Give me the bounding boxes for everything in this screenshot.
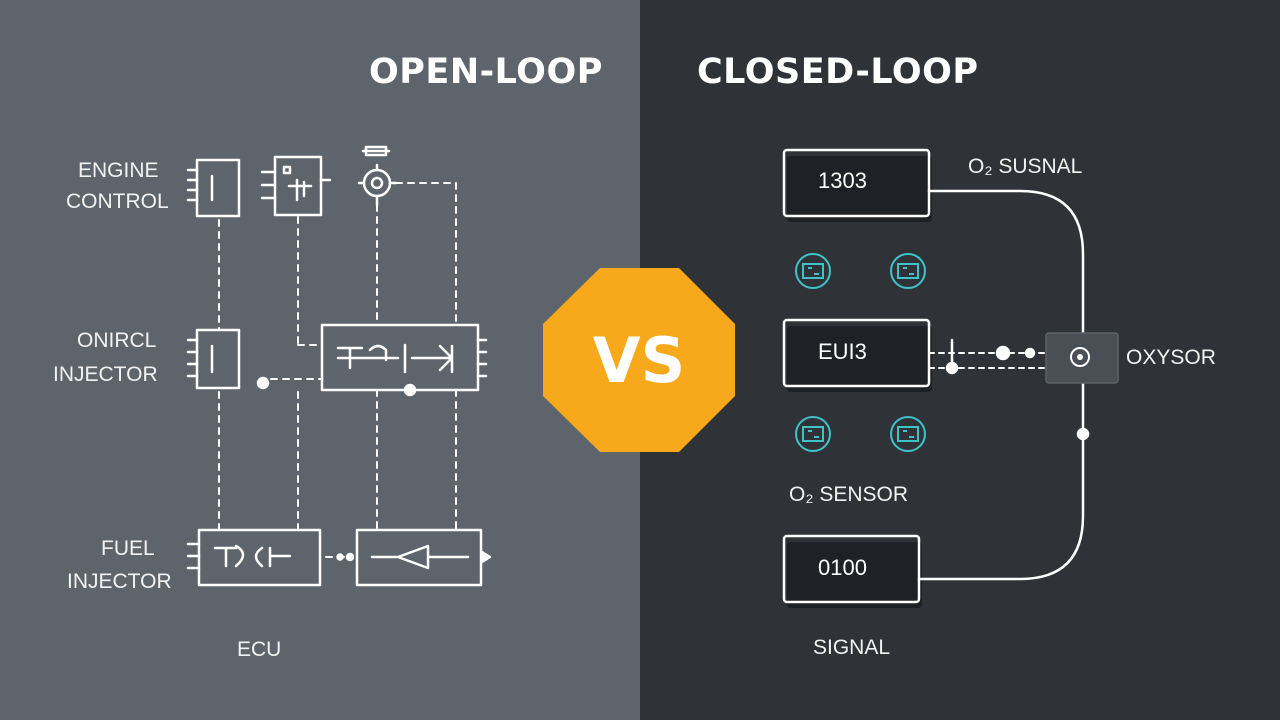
ecu-label: ECU — [237, 638, 282, 661]
sensor-status-icon — [890, 416, 926, 452]
o2-signal-label: O₂ SUSNAL — [968, 155, 1083, 178]
junction-dot — [403, 383, 417, 397]
oxygen-sensor-block — [1045, 332, 1119, 384]
fuel-injector-box — [186, 528, 322, 587]
signal-label: SIGNAL — [813, 636, 891, 659]
junction-dot — [1076, 427, 1090, 441]
ecu-box-middle-text: EUI3 — [818, 339, 867, 364]
ecu-box-top-text: 1303 — [818, 168, 867, 193]
vs-badge-shape — [543, 268, 735, 452]
sensor-status-icon — [795, 253, 831, 289]
closed-loop-title: CLOSED-LOOP — [697, 52, 979, 92]
closed-loop-panel — [640, 0, 1280, 720]
vs-text: VS — [592, 323, 686, 397]
engine-control-label-line1: ENGINE — [78, 159, 159, 182]
oxysor-label: OXYSOR — [1126, 346, 1216, 369]
feedback-loop-wire — [917, 189, 1085, 581]
open-loop-panel — [0, 0, 640, 720]
sensor-status-icon — [890, 253, 926, 289]
engine-control-chip — [186, 158, 241, 218]
pump-box — [336, 528, 492, 587]
onircl-injector-label-line2: INJECTOR — [53, 363, 158, 386]
gear-icon — [357, 145, 398, 207]
fuel-injector-label-line1: FUEL — [101, 537, 155, 560]
junction-dot — [945, 361, 959, 375]
ecu-box-bottom — [782, 534, 921, 604]
junction-dot — [995, 345, 1011, 361]
vs-badge: VS — [543, 268, 735, 452]
o2-sensor-label: O₂ SENSOR — [789, 483, 909, 506]
open-loop-title: OPEN-LOOP — [369, 52, 603, 92]
control-module-box — [260, 155, 332, 217]
junction-dot — [256, 376, 270, 390]
engine-control-label-line2: CONTROL — [66, 190, 169, 213]
ecu-box-bottom-text: 0100 — [818, 555, 867, 580]
ecu-box-top — [782, 148, 931, 218]
sensor-status-icon — [795, 416, 831, 452]
injector-driver-box — [320, 323, 488, 392]
junction-dot — [1024, 347, 1036, 359]
injector-chip — [186, 328, 241, 390]
onircl-injector-label-line1: ONIRCL — [77, 329, 157, 352]
fuel-injector-label-line2: INJECTOR — [67, 570, 172, 593]
